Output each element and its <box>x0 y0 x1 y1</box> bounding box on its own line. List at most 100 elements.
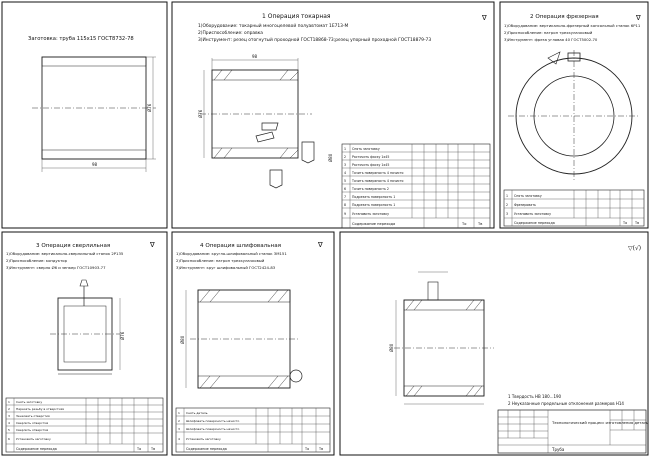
sheet-op4: 4 Операция шлифовальная ∇ 1)Оборудование… <box>175 241 331 453</box>
op3-line-3: 3)Инструмент: сверло Ø6 и зенкер ГОСТ109… <box>6 265 106 270</box>
op3-footer-to: Тo <box>136 447 141 451</box>
op4-row-text: Установить заготовку <box>186 437 221 441</box>
op1-table: 1 Снять заготовку 2 Расточить фаску 1х45… <box>341 143 491 229</box>
op1-side-label: Ø80 <box>328 153 333 162</box>
op2-row-text: Снять заготовку <box>514 194 542 198</box>
final-note-1: 1 Твердость HB 180...190 <box>508 394 562 399</box>
op1-row-text: Установить заготовку <box>352 212 389 216</box>
op1-diameter-label: Ø76 <box>198 109 203 118</box>
op3-row-text: Установить заготовку <box>16 437 51 441</box>
op1-row-n: 9 <box>344 212 346 216</box>
op2-line-1: 1)Оборудование: вертикально-фрезерный ко… <box>504 23 641 28</box>
final-diameter-label: Ø80 <box>389 343 394 352</box>
op2-line-3: 3)Инструмент: фреза угловая 40 ГОСТ5002-… <box>504 37 598 42</box>
op1-row-text: Точить поверхность 4 начисто <box>351 179 404 183</box>
op1-line-3: 3)Инструмент: резец отогнутый проходной … <box>198 36 431 43</box>
op1-footer-to: Тo <box>461 222 466 226</box>
blank-wall-top <box>41 56 147 67</box>
op1-length-label: 98 <box>252 54 258 59</box>
op2-row-text: Установить заготовку <box>514 212 551 216</box>
op3-row-n: 6 <box>8 437 10 441</box>
op1-row-n: 5 <box>344 179 346 183</box>
op3-row-n: 3 <box>8 414 10 418</box>
sheet-blank: Заготовка: труба 115х15 ГОСТ8732-78 98 Ø… <box>28 36 156 172</box>
final-hatch <box>405 299 483 397</box>
frame-blank <box>1 1 168 229</box>
op2-footer-label: Содержание перехода <box>514 221 555 225</box>
frame-final <box>339 231 649 456</box>
final-note-2: 2 Неуказанные предельные отклонения разм… <box>508 401 624 406</box>
op1-cutter-2 <box>255 131 275 143</box>
op3-title: 3 Операция сверлильная <box>36 243 110 249</box>
op3-row-n: 4 <box>8 421 10 425</box>
op1-hatch <box>213 69 299 159</box>
op2-footer-tv: Тв <box>634 221 639 225</box>
op2-row-n: 3 <box>506 212 508 216</box>
op3-row-text: Снять заготовку <box>16 400 42 404</box>
op1-row-text: Подрезать поверхность 1 <box>352 195 395 199</box>
op1-row-text: Расточить фаску 1х45 <box>352 163 389 167</box>
op1-footer-label: Содержание перехода <box>352 222 395 226</box>
op2-row-n: 2 <box>506 203 508 207</box>
final-roughness-mark: ▽(√) <box>628 245 641 252</box>
sheet-op2: 2 Операция фрезерная ∇ 1)Оборудование: в… <box>503 14 645 227</box>
op4-title: 4 Операция шлифовальная <box>200 243 281 249</box>
op4-line-3: 3)Инструмент: круг шлифовальный ГОСТ2424… <box>176 265 276 270</box>
op1-line-2: 2)Приспособление: оправка <box>198 29 263 36</box>
op4-footer-tv: Тв <box>318 447 323 451</box>
op2-row-n: 1 <box>506 194 508 198</box>
op2-table: 1 Снять заготовку 2 Фрезеровать 3 Устано… <box>503 189 645 227</box>
frame-op1 <box>171 1 495 229</box>
op4-diameter-label: Ø80 <box>180 335 185 344</box>
op3-row-n: 1 <box>8 400 10 404</box>
op2-slot <box>567 52 581 62</box>
op4-row-text: Шлифовать поверхность начисто <box>186 419 239 423</box>
op3-roughness-mark: ∇ <box>149 241 155 249</box>
frame-op3 <box>1 231 168 456</box>
final-stamp-material: Труба <box>551 447 565 452</box>
op2-mill-tool <box>547 51 561 65</box>
op1-roughness-mark: ∇ <box>481 14 487 22</box>
op1-row-n: 7 <box>344 195 346 199</box>
op3-footer-tv: Тв <box>150 447 155 451</box>
op4-part <box>197 289 291 389</box>
op4-table: 1 Снять деталь 2 Шлифовать поверхность н… <box>175 407 331 453</box>
op1-cutter-4 <box>301 141 315 164</box>
op4-line-2: 2)Приспособление: патрон трехкулачковый <box>176 258 265 263</box>
op1-row-text: Снять заготовку <box>352 147 380 151</box>
op1-row-n: 8 <box>344 203 346 207</box>
op3-row-text: Сверлить отверстия <box>16 428 48 432</box>
op1-row-n: 1 <box>344 147 346 151</box>
blank-title: Заготовка: труба 115х15 ГОСТ8732-78 <box>28 36 134 42</box>
op2-row-text: Фрезеровать <box>514 203 536 207</box>
op4-footer-to: Тo <box>304 447 309 451</box>
op2-footer-to: Тo <box>622 221 627 225</box>
op4-row-n: 2 <box>178 419 180 423</box>
op1-row-n: 6 <box>344 187 346 191</box>
sheet-op3: 3 Операция сверлильная ∇ 1)Оборудование:… <box>5 241 164 453</box>
op1-footer-tv: Тв <box>477 222 482 226</box>
frame-op4 <box>171 231 335 456</box>
op3-row-n: 5 <box>8 428 10 432</box>
blank-length-label: 98 <box>92 162 98 167</box>
op3-row-text: Сверлить отверстия <box>16 421 48 425</box>
op3-row-text: Нарезать резьбу в отверстиях <box>16 407 64 411</box>
op4-line-1: 1)Оборудование: кругло-шлифовальный стан… <box>176 251 287 256</box>
op1-cutter-3 <box>269 169 283 189</box>
op1-row-text: Точить поверхность 2 <box>351 187 389 191</box>
op3-row-text: Зенковать отверстия <box>16 414 50 418</box>
final-stamp-name: Технологический процесс изготовления дет… <box>551 420 649 425</box>
op1-row-text: Точить поверхность 4 начисто <box>351 171 404 175</box>
op2-title: 2 Операция фрезерная <box>530 14 599 20</box>
blank-wall-bottom <box>41 149 147 160</box>
op3-table: 1 Снять заготовку 2 Нарезать резьбу в от… <box>5 397 164 453</box>
op2-line-2: 2)Приспособление: патрон трехкулачковый <box>504 30 593 35</box>
final-keyway <box>427 281 439 301</box>
op4-footer-label: Содержание перехода <box>186 447 227 451</box>
op1-title: 1 Операция токарная <box>262 13 331 20</box>
op3-line-1: 1)Оборудование: вертикально-сверлильный … <box>6 251 124 256</box>
op4-row-n: 1 <box>178 411 180 415</box>
op4-row-text: Шлифовать поверхность начисто <box>186 427 239 431</box>
op4-wheel <box>289 369 303 383</box>
op4-row-n: 4 <box>178 437 180 441</box>
